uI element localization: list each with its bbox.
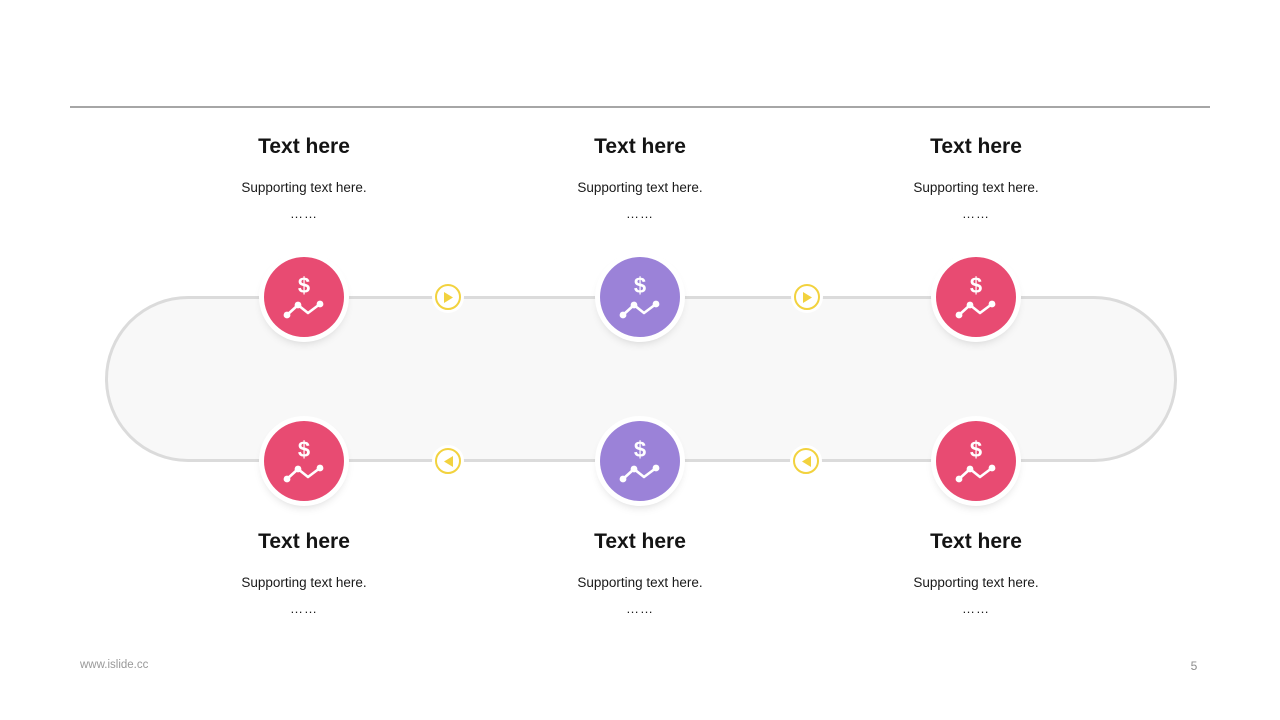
money-trend-node-top-1: $ [264, 257, 344, 337]
money-trend-node-bottom-1: $ [264, 421, 344, 501]
money-trend-node-top-3: $ [936, 257, 1016, 337]
money-trend-node-bottom-2: $ [600, 421, 680, 501]
trend-line-icon [619, 464, 660, 482]
play-arrow-left-icon [793, 448, 819, 474]
block-title: Text here [930, 530, 1022, 553]
block-title: Text here [930, 135, 1022, 158]
text-block-top-1: Text here Supporting text here. …… [174, 134, 434, 222]
dollar-icon: $ [633, 272, 647, 298]
text-block-bottom-2: Text here Supporting text here. …… [510, 529, 770, 617]
trend-line-icon [955, 464, 996, 482]
block-supporting-text: Supporting text here. [241, 575, 367, 590]
trend-line-icon [283, 464, 324, 482]
block-supporting-text: Supporting text here. [577, 180, 703, 195]
block-supporting-text: Supporting text here. [913, 180, 1039, 195]
top-divider-line [70, 106, 1210, 108]
dollar-icon: $ [297, 272, 311, 298]
play-arrow-right-icon [794, 284, 820, 310]
money-trend-node-top-2: $ [600, 257, 680, 337]
block-ellipsis: …… [626, 601, 654, 616]
play-arrow-left-icon [435, 448, 461, 474]
text-block-bottom-3: Text here Supporting text here. …… [846, 529, 1106, 617]
text-block-bottom-1: Text here Supporting text here. …… [174, 529, 434, 617]
text-block-top-2: Text here Supporting text here. …… [510, 134, 770, 222]
block-ellipsis: …… [626, 206, 654, 221]
block-title: Text here [594, 135, 686, 158]
block-ellipsis: …… [962, 601, 990, 616]
trend-line-icon [955, 300, 996, 318]
trend-line-icon [283, 300, 324, 318]
block-supporting-text: Supporting text here. [913, 575, 1039, 590]
trend-line-icon [619, 300, 660, 318]
block-ellipsis: …… [290, 206, 318, 221]
footer-website-url: www.islide.cc [80, 659, 149, 671]
text-block-top-3: Text here Supporting text here. …… [846, 134, 1106, 222]
block-ellipsis: …… [962, 206, 990, 221]
page-number: 5 [1190, 659, 1198, 673]
block-ellipsis: …… [290, 601, 318, 616]
dollar-icon: $ [633, 436, 647, 462]
block-title: Text here [258, 135, 350, 158]
dollar-icon: $ [969, 272, 983, 298]
block-title: Text here [258, 530, 350, 553]
play-arrow-right-icon [435, 284, 461, 310]
block-supporting-text: Supporting text here. [241, 180, 367, 195]
dollar-icon: $ [969, 436, 983, 462]
dollar-icon: $ [297, 436, 311, 462]
money-trend-node-bottom-3: $ [936, 421, 1016, 501]
block-supporting-text: Supporting text here. [577, 575, 703, 590]
block-title: Text here [594, 530, 686, 553]
